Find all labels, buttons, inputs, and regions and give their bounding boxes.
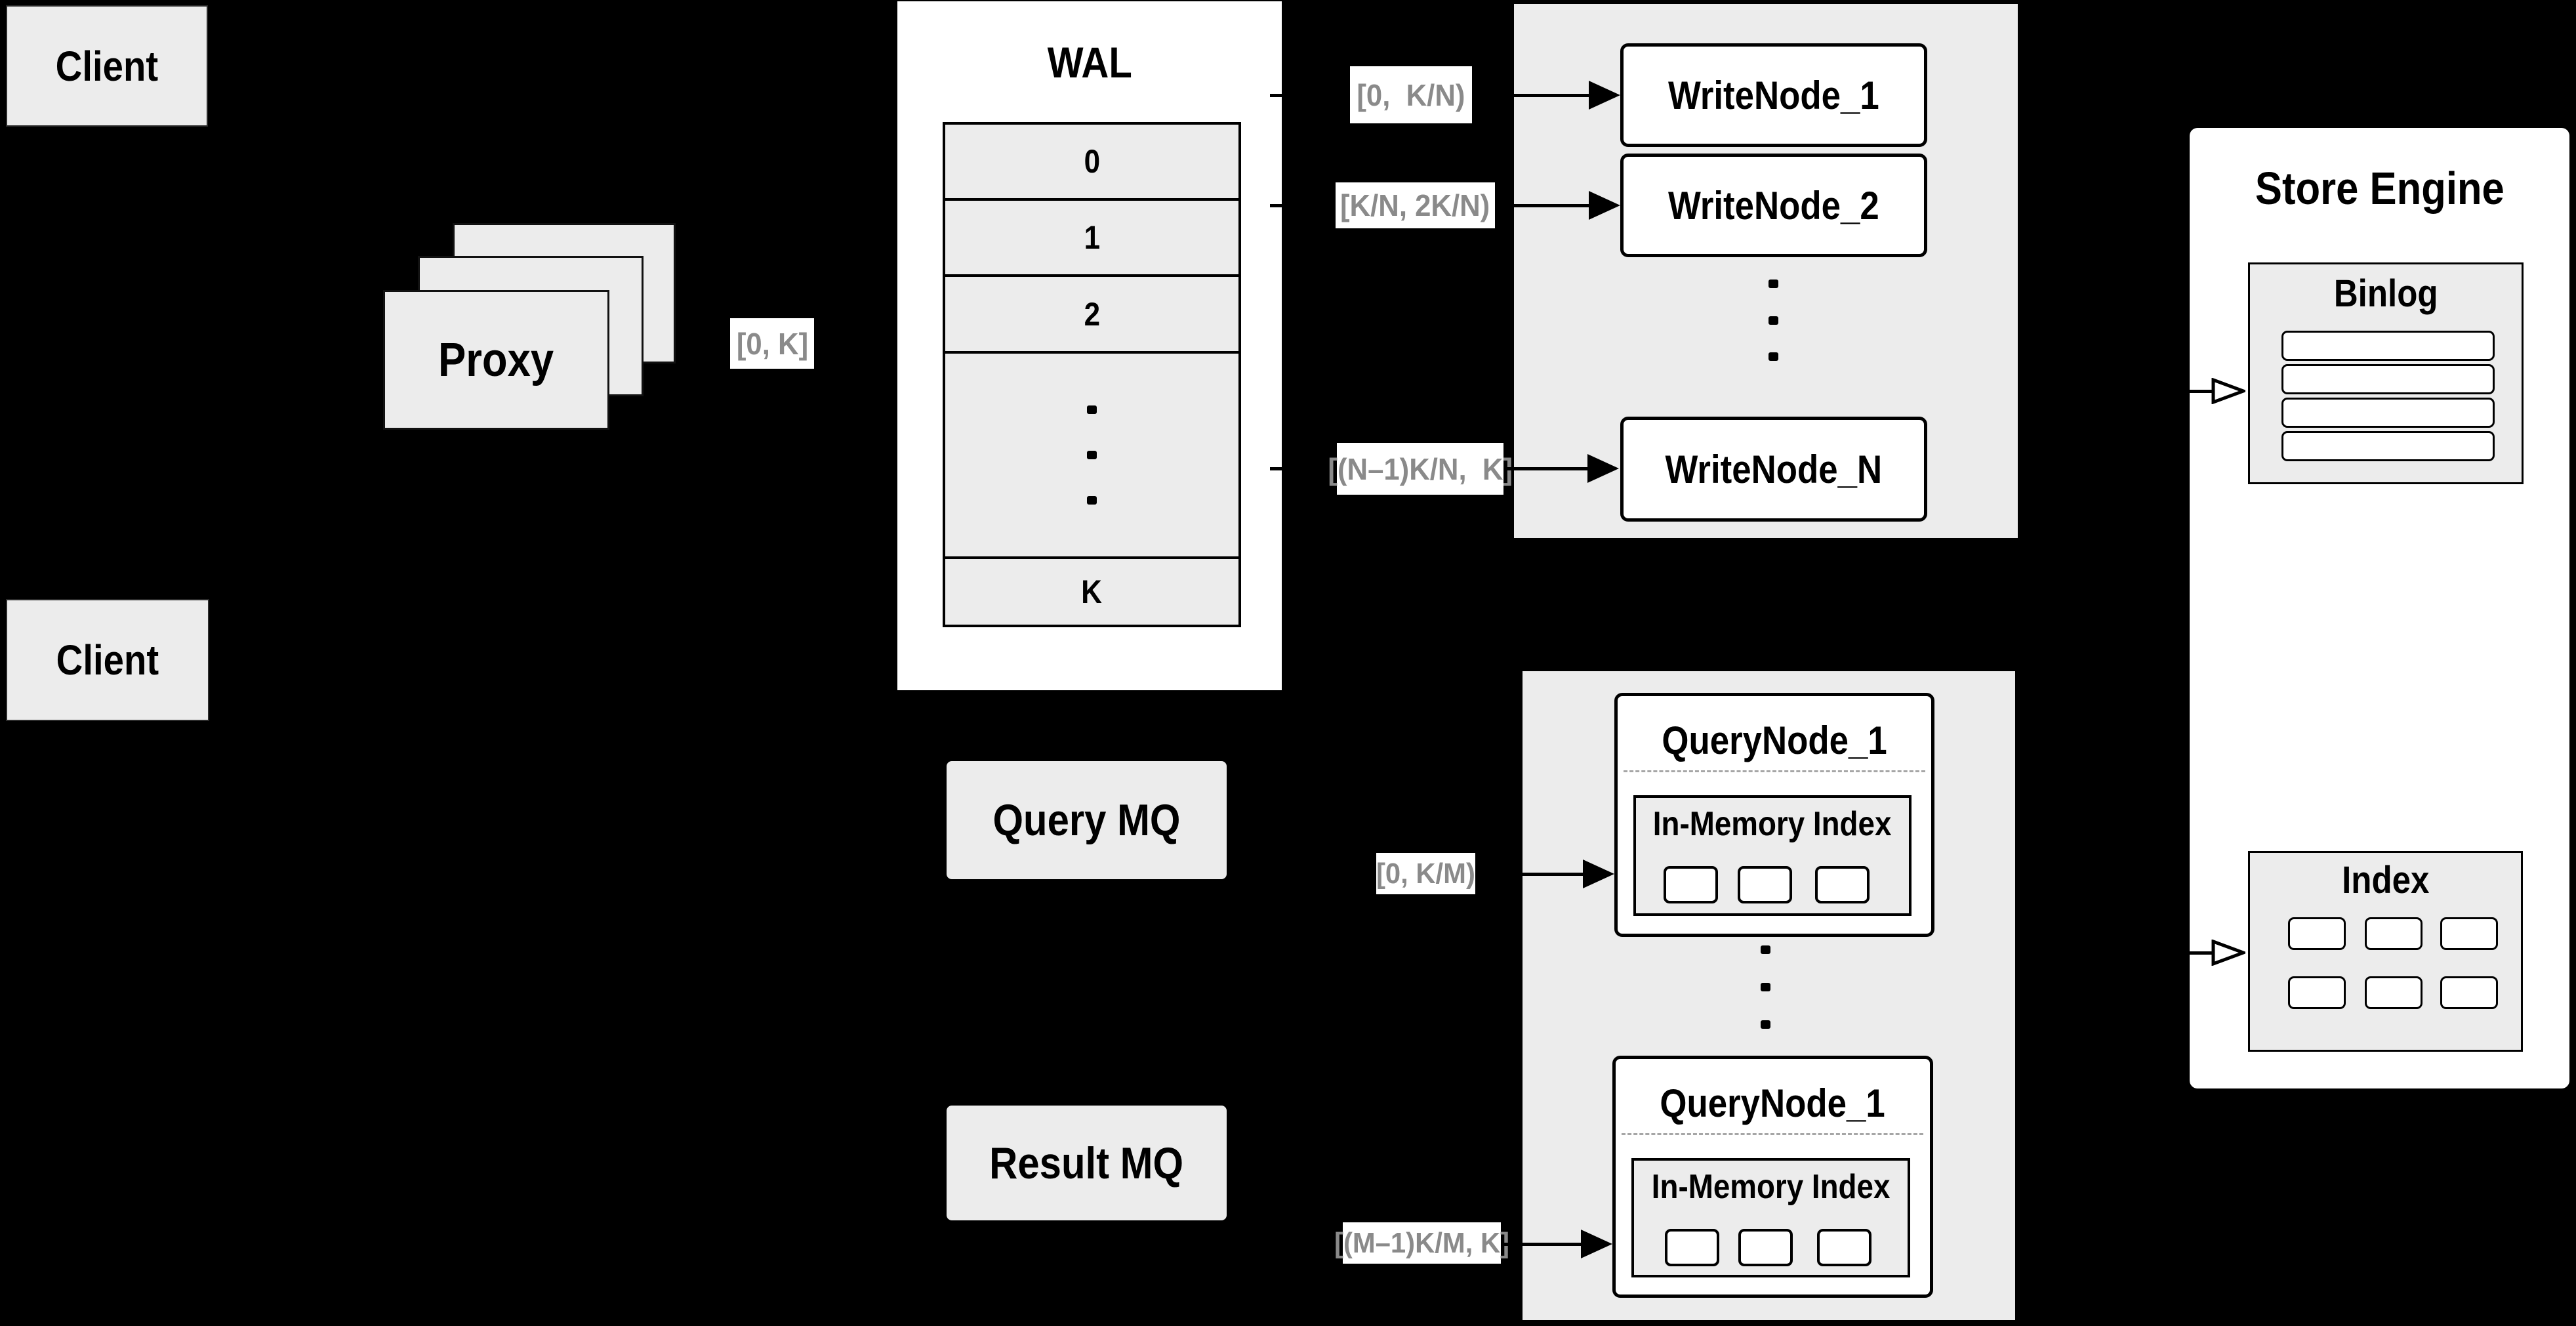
- open-arrowhead-index-icon: [2211, 940, 2245, 966]
- index-title: Index: [2341, 858, 2430, 901]
- ellipsis-dot: [1761, 945, 1770, 954]
- writenode-2-box: WriteNode_2: [1620, 154, 1927, 257]
- proxy-card-front: Proxy: [383, 290, 609, 430]
- segment-cell: [1664, 866, 1718, 903]
- ellipsis-dot: [1768, 280, 1778, 288]
- segment-cell: [1738, 866, 1792, 903]
- range-label-write-1: [0, K/N): [1350, 66, 1472, 123]
- range-label-query-1: [0, K/M): [1376, 853, 1475, 894]
- index-cell: [2288, 917, 2346, 950]
- wal-row-ellipsis: [945, 354, 1238, 559]
- arrow-head-query-1: [1583, 860, 1614, 888]
- writenode-n-box: WriteNode_N: [1620, 417, 1927, 522]
- querynode-top-title: QueryNode_1: [1662, 718, 1887, 762]
- binlog-title: Binlog: [2333, 272, 2438, 315]
- wal-row-k: K: [1081, 573, 1103, 610]
- client-bottom-label: Client: [56, 636, 159, 684]
- client-box-bottom: Client: [6, 599, 209, 721]
- wal-connector-stub: [1270, 467, 1282, 470]
- wal-row-2: 2: [945, 277, 1238, 354]
- proxy-label: Proxy: [438, 333, 554, 386]
- segment-cell: [1817, 1229, 1871, 1266]
- querynode-top-divider: [1624, 770, 1925, 772]
- ellipsis-dot: [1087, 451, 1097, 459]
- open-arrowhead-binlog-icon: [2211, 378, 2245, 404]
- segment-cell: [1738, 1229, 1793, 1266]
- arrow-line-write-n: [1503, 467, 1589, 470]
- arrow-line-write-1: [1472, 94, 1590, 97]
- client-top-label: Client: [55, 42, 159, 90]
- arrow-head-query-m: [1581, 1230, 1612, 1258]
- ellipsis-dot: [1768, 316, 1778, 325]
- wal-connector-stub: [1270, 94, 1282, 97]
- client-box-top: Client: [6, 5, 208, 127]
- binlog-row: [2281, 364, 2495, 394]
- range-label-query-m: [(M–1)K/M, K]: [1334, 1222, 1509, 1264]
- index-cell: [2440, 976, 2498, 1009]
- index-cell: [2288, 976, 2346, 1009]
- binlog-row: [2281, 331, 2495, 361]
- wal-connector-stub: [1270, 204, 1282, 207]
- index-box: [2248, 851, 2523, 1052]
- arrow-line-binlog: [2190, 390, 2218, 393]
- arrow-line-query-1: [1475, 873, 1584, 876]
- binlog-row: [2281, 398, 2495, 428]
- wal-row-0: 0: [945, 125, 1238, 201]
- arrow-line-index: [2190, 951, 2218, 955]
- segment-cell: [1665, 1229, 1719, 1266]
- arrow-line-write-2: [1495, 204, 1590, 207]
- result-mq-box: Result MQ: [947, 1106, 1227, 1220]
- writenode-1-box: WriteNode_1: [1620, 43, 1927, 147]
- arrow-line-query-m: [1501, 1243, 1582, 1246]
- querynode-bottom-divider: [1622, 1133, 1923, 1135]
- range-label-proxy-out: [0, K]: [730, 318, 814, 369]
- ellipsis-dot: [1087, 405, 1097, 414]
- arrow-head-write-1: [1589, 81, 1620, 110]
- querynode-bottom-title: QueryNode_1: [1660, 1081, 1886, 1125]
- ellipsis-dot: [1761, 983, 1770, 991]
- ellipsis-dot: [1087, 496, 1097, 505]
- index-cell: [2440, 917, 2498, 950]
- wal-row-1: 1: [945, 201, 1238, 277]
- index-cell: [2365, 917, 2423, 950]
- in-memory-index-top-title: In-Memory Index: [1653, 805, 1892, 843]
- in-memory-index-bottom-title: In-Memory Index: [1651, 1168, 1891, 1206]
- segment-cell: [1815, 866, 1870, 903]
- wal-title: WAL: [1047, 38, 1132, 87]
- range-label-write-n: [(N–1)K/N, K]: [1328, 443, 1513, 495]
- index-cell: [2365, 976, 2423, 1009]
- query-mq-box: Query MQ: [947, 761, 1227, 879]
- arrow-head-write-n: [1587, 454, 1619, 483]
- range-label-write-2: [K/N, 2K/N): [1336, 182, 1495, 228]
- store-engine-title: Store Engine: [2255, 163, 2504, 214]
- binlog-row: [2281, 431, 2495, 461]
- arrow-head-write-2: [1589, 191, 1620, 220]
- ellipsis-dot: [1761, 1020, 1770, 1029]
- ellipsis-dot: [1768, 352, 1778, 361]
- wal-table: 0 1 2 K: [943, 122, 1241, 627]
